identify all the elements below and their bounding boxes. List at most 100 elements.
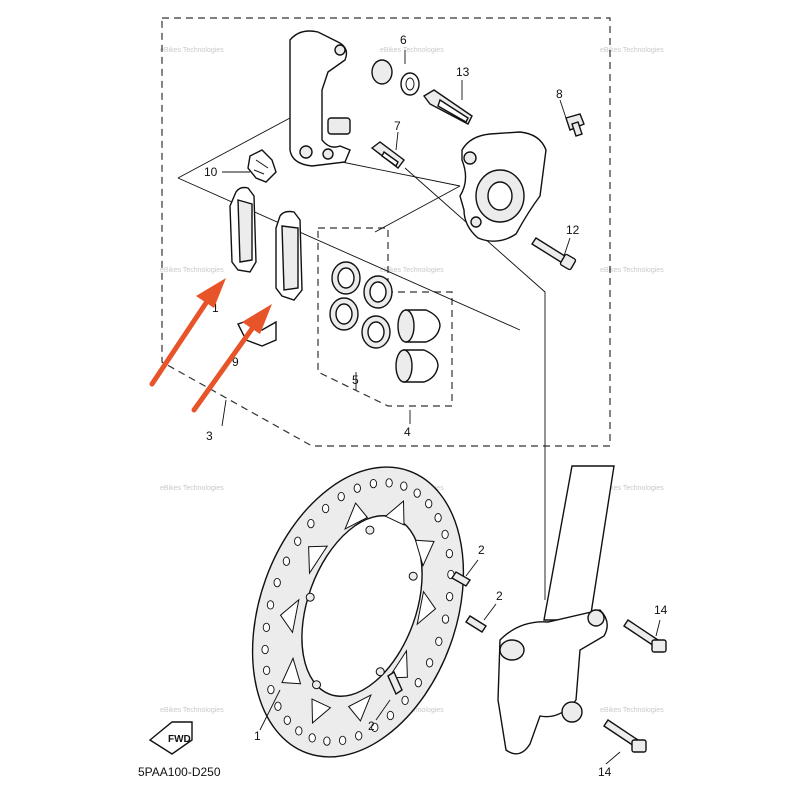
disc-slot — [311, 698, 332, 724]
watermark: eBikes Technologies — [600, 707, 664, 714]
pistons — [395, 309, 441, 383]
callout-1-pad: 1 — [212, 301, 219, 315]
disc-hole — [434, 513, 442, 523]
disc-bolt-hole — [375, 667, 385, 677]
seal-kit-boundary — [317, 227, 453, 407]
disc-hole — [323, 736, 331, 746]
disc-hole — [435, 636, 443, 647]
disc-holes — [261, 478, 455, 746]
bleed-screw — [565, 113, 585, 137]
disc-hole — [386, 710, 395, 721]
disc-bolt-hole — [365, 525, 375, 535]
disc-slots — [279, 500, 437, 724]
disc-hole — [425, 658, 434, 668]
disc-hole — [400, 481, 408, 491]
highlight-arrow-left — [149, 297, 211, 387]
callout-3: 3 — [206, 429, 213, 443]
disc-bolt-hole — [305, 592, 315, 602]
disc-hole — [355, 731, 363, 741]
disc-hole — [267, 684, 275, 695]
callout-10: 10 — [204, 165, 218, 179]
caliper-assembly-boundary — [161, 17, 611, 447]
callout-9: 9 — [232, 355, 239, 369]
watermark: eBikes Technologies — [160, 485, 224, 492]
callout-6: 6 — [400, 33, 407, 47]
caliper-pin — [370, 141, 405, 169]
caliper-pin-bolt — [422, 89, 473, 125]
fork-bolts — [603, 619, 667, 753]
watermark: eBikes Technologies — [380, 47, 444, 54]
disc-slot — [414, 539, 435, 568]
disc-bolt-hole — [312, 680, 321, 690]
disc-hole — [385, 478, 393, 488]
disc-hole — [337, 491, 345, 502]
disc-hole — [425, 499, 433, 509]
watermark: eBikes Technologies — [160, 707, 224, 714]
watermark: eBikes Technologies — [600, 267, 664, 274]
highlight-arrowhead-left — [196, 278, 226, 308]
callout-leaders — [221, 50, 661, 765]
disc-hole — [414, 678, 422, 688]
disc-hole — [353, 483, 361, 493]
callout-8: 8 — [556, 87, 563, 101]
disc-hole — [371, 722, 379, 733]
disc-slot — [387, 649, 408, 679]
disc-hole — [445, 548, 454, 559]
caliper-mount-bolt — [531, 237, 577, 271]
disc-slot — [308, 545, 329, 575]
disc-hole — [321, 503, 330, 514]
fwd-indicator: FWD — [148, 721, 193, 755]
disc-bolt-hole — [408, 571, 418, 581]
highlight-arrow-right — [191, 323, 257, 413]
callout-2-a: 2 — [478, 543, 485, 557]
disc-bolts — [387, 571, 487, 696]
callout-7: 7 — [394, 119, 401, 133]
boot-and-seal — [371, 59, 420, 96]
callout-2-b: 2 — [496, 589, 503, 603]
caliper-body — [459, 131, 547, 242]
piston-seals — [329, 261, 393, 349]
callout-1-disc: 1 — [254, 729, 261, 743]
callout-14-b: 14 — [598, 765, 612, 779]
callout-5: 5 — [352, 373, 359, 387]
disc-hole — [413, 488, 421, 498]
callout-12: 12 — [566, 223, 580, 237]
disc-hole — [262, 665, 271, 676]
caliper-bracket — [289, 30, 351, 167]
disc-hole — [307, 518, 315, 529]
disc-slot — [281, 656, 302, 685]
callout-2-c: 2 — [368, 719, 375, 733]
disc-hole — [262, 622, 271, 633]
disc-slot — [279, 598, 300, 634]
fork-leg — [497, 465, 615, 755]
watermark: eBikes Technologies — [600, 485, 664, 492]
disc-slot — [347, 694, 372, 722]
callout-13: 13 — [456, 65, 470, 79]
disc-hole — [282, 556, 291, 566]
disc-slot — [416, 590, 437, 626]
highlight-arrows — [149, 278, 272, 413]
watermark: eBikes Technologies — [600, 47, 664, 54]
disc-hole — [294, 536, 302, 546]
pad-spring — [247, 149, 277, 183]
disc-hole — [369, 478, 378, 489]
disc-hole — [266, 600, 275, 610]
disc-slot — [384, 500, 405, 526]
brake-pad-right — [275, 210, 303, 301]
disc-hole — [441, 529, 449, 540]
disc-hole — [273, 577, 281, 588]
watermark: eBikes Technologies — [160, 47, 224, 54]
disc-slot — [344, 502, 369, 530]
brake-disc — [251, 466, 465, 758]
disc-hole — [261, 644, 269, 655]
callout-4: 4 — [404, 425, 411, 439]
disc-hole — [441, 614, 450, 624]
disc-hole — [295, 726, 303, 736]
disc-hole — [274, 701, 282, 711]
fwd-label: FWD — [168, 734, 191, 745]
watermark: eBikes Technologies — [380, 267, 444, 274]
highlight-arrowhead-right — [242, 304, 272, 334]
disc-hole — [338, 735, 347, 746]
disc-hole — [445, 591, 454, 602]
